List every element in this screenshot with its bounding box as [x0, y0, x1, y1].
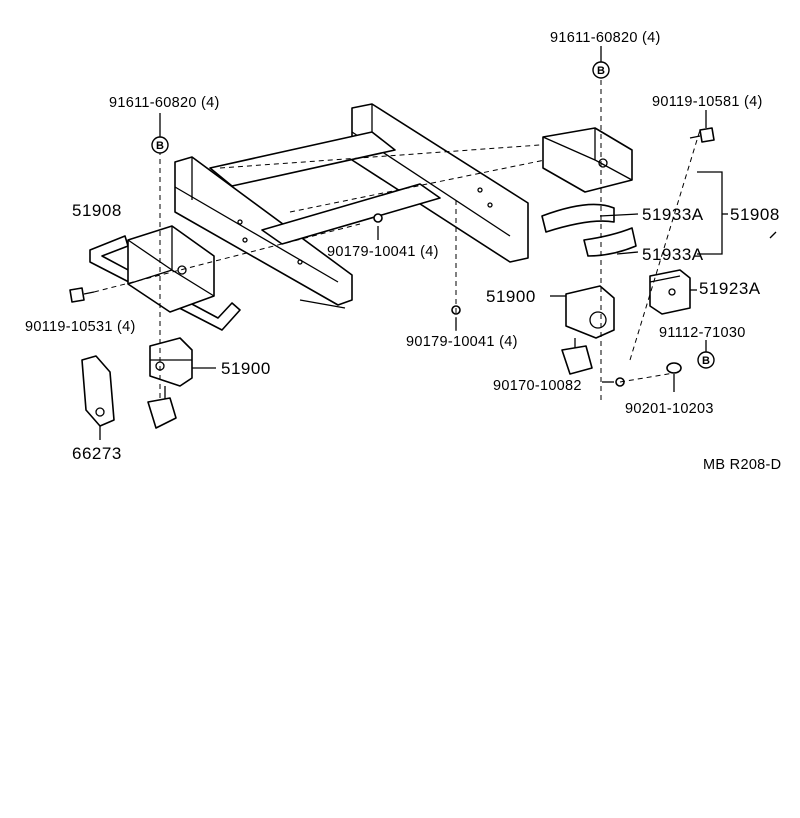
label-cover-upper: 51933A: [642, 205, 704, 224]
label-carrier-right: 51908: [730, 205, 780, 224]
leader-lines: [99, 46, 777, 440]
bracket-66273: [81, 355, 115, 427]
winch-left: [147, 337, 193, 429]
label-carrier-left: 51908: [72, 201, 122, 220]
label-bracket: 66273: [72, 444, 122, 463]
fasteners: [69, 127, 715, 387]
label-nut-bottom: 90170-10082: [493, 378, 582, 394]
label-bolt-left-small: 90119-10531 (4): [25, 319, 136, 335]
svg-text:B: B: [702, 355, 710, 367]
label-bolt-lower-right: 91112-71030: [659, 325, 746, 341]
label-winch-right: 51900: [486, 287, 536, 306]
plate-51923a: [649, 269, 691, 315]
b-marker-left: B: [151, 136, 169, 154]
label-winch-left: 51900: [221, 359, 271, 378]
alignment-lines: [93, 80, 701, 400]
frame-crossmember: [174, 103, 529, 309]
svg-text:B: B: [597, 65, 605, 77]
carrier-left-assembly: [89, 225, 241, 331]
winch-right: [561, 285, 615, 375]
label-bolt-right-small: 90119-10581 (4): [652, 94, 763, 110]
carrier-right-bracket: [541, 127, 637, 257]
label-nut-mid: 90179-10041 (4): [327, 244, 439, 260]
svg-text:B: B: [156, 140, 164, 152]
label-bolt-right-qty: 91611-60820 (4): [550, 30, 661, 46]
label-plate-right: 51923A: [699, 279, 761, 298]
label-bolt-left-qty: 91611-60820 (4): [109, 95, 220, 111]
b-marker-top-right: B: [592, 61, 610, 79]
label-washer: 90201-10203: [625, 401, 714, 417]
b-marker-bottom-right: B: [697, 351, 715, 369]
label-cover-lower: 51933A: [642, 245, 704, 264]
label-nut-lower: 90179-10041 (4): [406, 334, 518, 350]
label-diagram-ref: MB R208-D: [703, 457, 781, 473]
